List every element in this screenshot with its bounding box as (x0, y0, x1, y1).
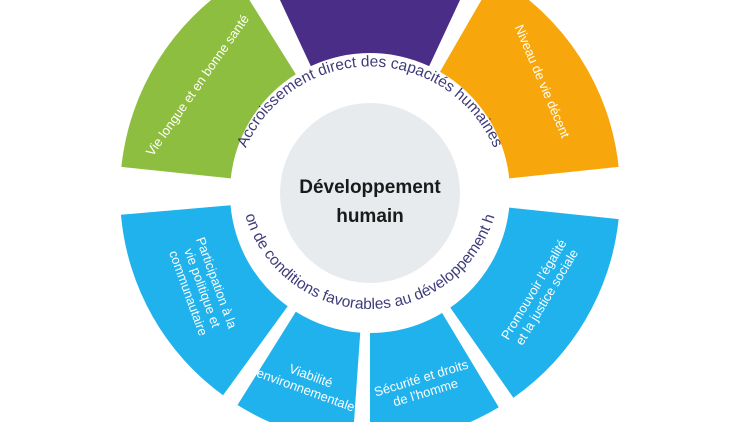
segment-ring: ConnaissancesNiveau de vie décentPromouv… (120, 0, 619, 422)
segment-connaissances (280, 0, 460, 67)
segment-egalite (450, 207, 619, 398)
segment-niveau (440, 0, 619, 179)
center-title-line2: humain (336, 206, 404, 227)
center-circle (280, 103, 460, 283)
segment-viabilite (237, 311, 361, 422)
center-title-line1: Développement (299, 177, 441, 198)
segment-sante (121, 0, 296, 179)
segment-securite (370, 313, 499, 422)
segment-participation (120, 205, 288, 396)
